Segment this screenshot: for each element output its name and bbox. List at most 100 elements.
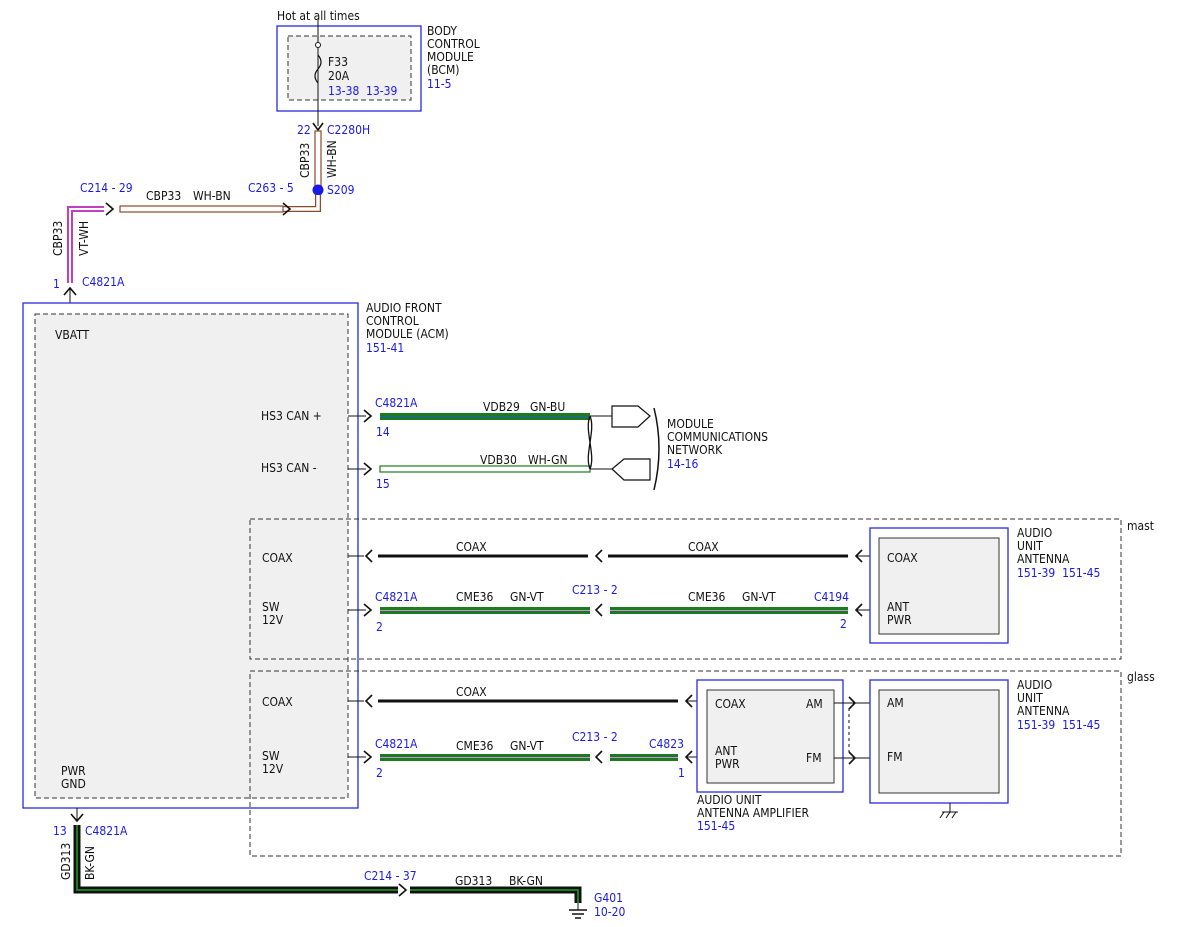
c214-29-connector-icon bbox=[105, 202, 115, 216]
acm-pin-coax-mast: COAX bbox=[262, 551, 293, 565]
can-plus-circuit: VDB29 bbox=[483, 400, 520, 414]
glass-circuit-left: CME36 bbox=[456, 739, 494, 753]
acm-pin-12v-mast: 12V bbox=[262, 613, 284, 627]
can-plus-color: GN-BU bbox=[530, 400, 565, 414]
glass-pin-amp: 1 bbox=[678, 766, 685, 780]
mast-coax-left-label: COAX bbox=[456, 540, 487, 554]
c263-connector-icon bbox=[282, 202, 292, 216]
acm-pin-hs3-can-plus: HS3 CAN + bbox=[261, 409, 322, 423]
can-twist-b bbox=[587, 415, 593, 470]
wire-gd313-right-outer bbox=[410, 886, 582, 903]
amp-name-line: AUDIO UNIT bbox=[697, 793, 762, 807]
chassis-ground-icon bbox=[939, 803, 958, 819]
can-pin-15: 15 bbox=[376, 477, 390, 491]
glass-pin-acm: 2 bbox=[376, 766, 383, 780]
network-name-line: NETWORK bbox=[667, 443, 723, 457]
glass-coax-label: COAX bbox=[456, 685, 487, 699]
mast-pin-ant: 2 bbox=[840, 617, 847, 631]
bcm-name-line: (BCM) bbox=[427, 63, 459, 77]
fuse-name: F33 bbox=[328, 55, 348, 69]
splice-label: S209 bbox=[327, 183, 355, 197]
acm-pin-hs3-can-minus: HS3 CAN - bbox=[261, 461, 317, 475]
network-name-line: MODULE bbox=[667, 417, 714, 431]
can-plus-connector-icon bbox=[363, 409, 373, 423]
mast-circuit-left: CME36 bbox=[456, 590, 494, 604]
glass-antenna-ref: 151-39 151-45 bbox=[1017, 718, 1100, 732]
ground-g401-icon bbox=[569, 903, 587, 919]
gnd-pin: 13 bbox=[53, 824, 67, 838]
glass-antenna-pin-fm: FM bbox=[887, 750, 903, 764]
acm-pin-sw-mast: SW bbox=[262, 600, 280, 614]
c2280h-pin: 22 bbox=[297, 123, 311, 137]
amp-pin-coax: COAX bbox=[715, 697, 746, 711]
left-color-label: VT-WH bbox=[77, 221, 91, 256]
fuse-rating: 20A bbox=[328, 69, 350, 83]
mast-color-left: GN-VT bbox=[510, 590, 544, 604]
fuse-terminal-top bbox=[315, 42, 321, 48]
amp-name-line: ANTENNA AMPLIFIER bbox=[697, 806, 809, 820]
acm-name: AUDIO FRONT CONTROL MODULE (ACM) 151-41 bbox=[366, 301, 449, 355]
c2280h-label: C2280H bbox=[327, 123, 370, 137]
can-plus-terminal-icon bbox=[611, 405, 651, 428]
acm-pin-pwr: PWR bbox=[61, 764, 86, 778]
mast-color-right: GN-VT bbox=[742, 590, 776, 604]
glass-antenna-name-line: UNIT bbox=[1017, 691, 1043, 705]
fuse-ref-1: 13-38 bbox=[328, 84, 359, 98]
wire-cbp33-vt-wh-inner bbox=[69, 208, 104, 283]
mast-conn-ant: C4194 bbox=[814, 590, 849, 604]
acm-ref: 151-41 bbox=[366, 341, 404, 355]
mast-coax-acm-arrow bbox=[364, 549, 373, 563]
amp-pin-pwr: PWR bbox=[715, 757, 740, 771]
vert-color-label: WH-BN bbox=[325, 140, 339, 178]
am-link-connector-icon bbox=[848, 696, 857, 710]
mast-coax-mid-arrow bbox=[594, 549, 603, 563]
wire-cbp33-wh-bn-vertical bbox=[314, 130, 322, 190]
can-minus-color: WH-GN bbox=[528, 453, 568, 467]
can-pin-14: 14 bbox=[376, 425, 390, 439]
mast-sw-acm-connector-icon bbox=[363, 603, 373, 617]
glass-antenna-pin-am: AM bbox=[887, 696, 904, 710]
glass-sw-acm-connector-icon bbox=[363, 750, 373, 764]
acm-pin-12v-glass: 12V bbox=[262, 762, 284, 776]
network-name-line: COMMUNICATIONS bbox=[667, 430, 768, 444]
hot-at-all-times-label: Hot at all times bbox=[277, 9, 360, 23]
acm-inner bbox=[34, 313, 349, 799]
acm-name-line: MODULE (ACM) bbox=[366, 327, 449, 341]
glass-c213-connector-icon bbox=[594, 750, 603, 764]
fuse-ref-2: 13-39 bbox=[366, 84, 397, 98]
fm-link-connector-icon bbox=[848, 751, 857, 765]
vert-circuit-label: CBP33 bbox=[298, 143, 312, 178]
can-network-brace-icon bbox=[653, 407, 660, 491]
glass-region-label: glass bbox=[1127, 670, 1155, 684]
gnd-vert-color: BK-GN bbox=[83, 846, 97, 880]
c2280h-connector-icon bbox=[312, 122, 324, 132]
antenna-amplifier-inner bbox=[706, 689, 835, 784]
amp-pin-am: AM bbox=[806, 697, 823, 711]
can-minus-circuit: VDB30 bbox=[480, 453, 517, 467]
bcm-ref: 11-5 bbox=[427, 77, 452, 91]
mast-inline-conn: C213 - 2 bbox=[572, 583, 618, 597]
mast-conn-acm: C4821A bbox=[375, 590, 418, 604]
glass-antenna-name-line: ANTENNA bbox=[1017, 704, 1070, 718]
mast-antenna-pin-coax: COAX bbox=[887, 551, 918, 565]
glass-antenna-name-line: AUDIO bbox=[1017, 678, 1052, 692]
mast-antenna-ref: 151-39 151-45 bbox=[1017, 566, 1100, 580]
gnd-conn: C4821A bbox=[85, 824, 128, 838]
mast-antenna-pin-ant: ANT bbox=[887, 600, 909, 614]
c263-label: C263 - 5 bbox=[248, 181, 294, 195]
mast-antenna-inner bbox=[878, 537, 1000, 635]
acm-name-line: CONTROL bbox=[366, 314, 419, 328]
left-circuit-label: CBP33 bbox=[51, 221, 65, 256]
gnd-acm-connector-icon bbox=[70, 813, 84, 823]
can-minus-connector-icon bbox=[363, 462, 373, 476]
bcm-name-line: CONTROL bbox=[427, 37, 480, 51]
horiz-color-label: WH-BN bbox=[193, 189, 231, 203]
wire-gd313-left-tracer bbox=[76, 825, 398, 891]
mast-region-label: mast bbox=[1127, 519, 1154, 533]
amp-pin-ant: ANT bbox=[715, 744, 737, 758]
can-conn-label: C4821A bbox=[375, 396, 418, 410]
glass-conn-acm: C4821A bbox=[375, 737, 418, 751]
bcm-name-line: BODY bbox=[427, 24, 457, 38]
wire-cbp33-horizontal-inner bbox=[270, 195, 320, 211]
